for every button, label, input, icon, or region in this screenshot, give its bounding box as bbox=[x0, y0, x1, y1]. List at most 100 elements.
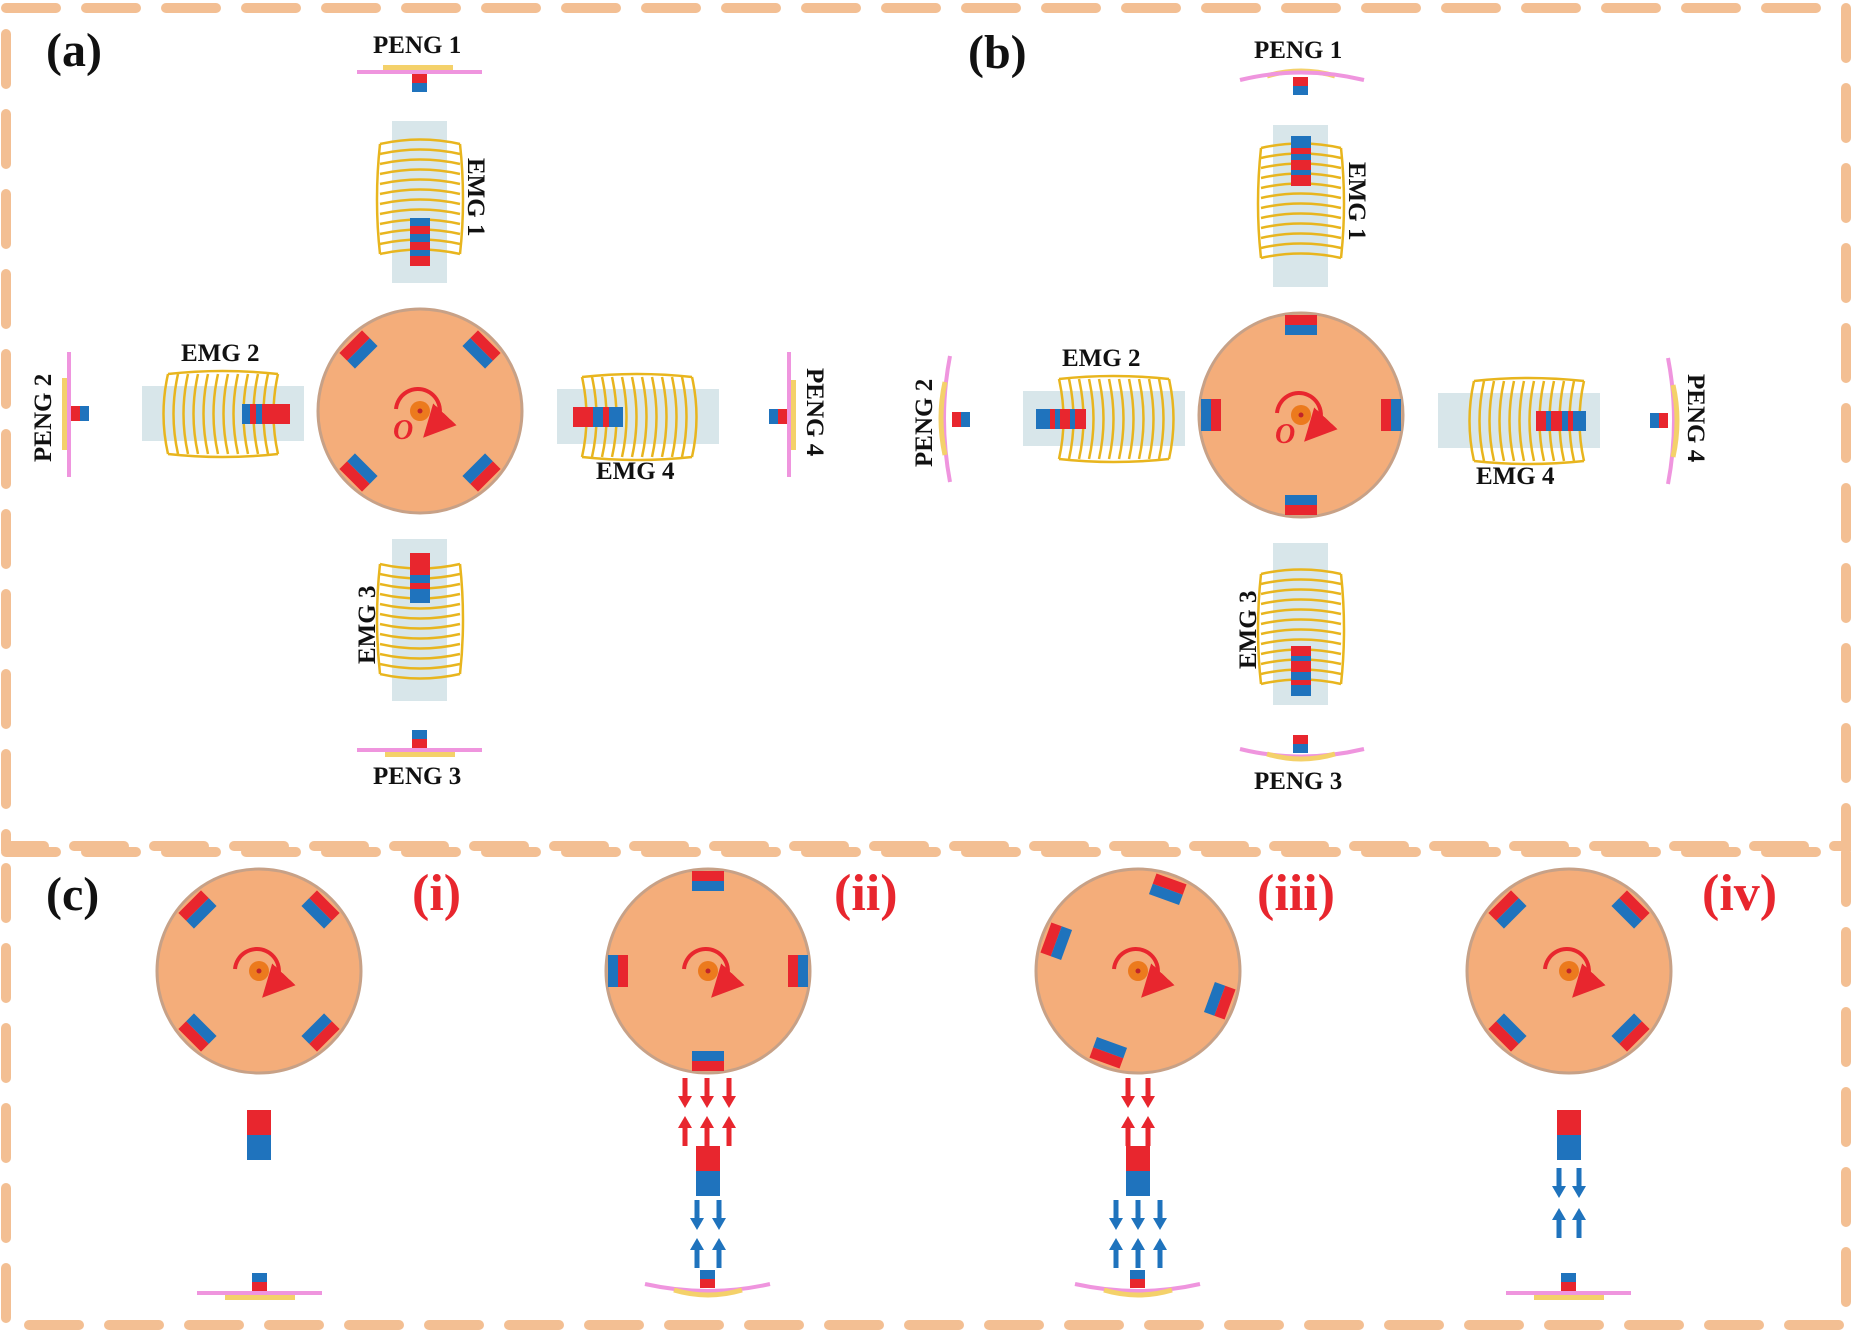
piezo-beam-icon bbox=[1666, 357, 1676, 485]
bar-magnet-icon bbox=[1557, 1135, 1581, 1160]
emg4-a: EMG 4 bbox=[557, 372, 719, 485]
force-arrow bbox=[712, 1238, 726, 1268]
stage-ii: (ii) bbox=[604, 865, 898, 1298]
magnetic-force-arrow-icon bbox=[1109, 1200, 1167, 1230]
emg3-b: EMG 3 bbox=[1235, 543, 1346, 705]
frame-bottom bbox=[1, 847, 1851, 1330]
magnetic-force-arrow-icon bbox=[1552, 1168, 1586, 1198]
emg2-a: EMG 2 bbox=[142, 340, 304, 459]
bar-magnet-icon bbox=[1126, 1171, 1150, 1196]
force-arrow bbox=[1131, 1238, 1145, 1268]
peng4-b: PENG 4 bbox=[1650, 357, 1709, 485]
disk-magnet bbox=[462, 453, 501, 492]
axle-dot bbox=[705, 968, 711, 974]
piezo-layer bbox=[673, 1287, 743, 1298]
magnetic-force-arrow-icon bbox=[678, 1078, 736, 1108]
piezo-beam-icon bbox=[357, 70, 482, 74]
stage-label: (ii) bbox=[834, 865, 898, 922]
force-arrow bbox=[690, 1200, 704, 1230]
tip-magnet bbox=[412, 74, 427, 83]
force-arrow bbox=[678, 1078, 692, 1108]
bar-magnet-icon bbox=[247, 1110, 271, 1135]
axle-dot bbox=[1566, 968, 1572, 974]
piezo-beam-icon bbox=[644, 1282, 771, 1293]
rotation-arrow-icon bbox=[233, 947, 296, 998]
magnetic-force-arrow-icon bbox=[690, 1238, 726, 1268]
piezo-layer bbox=[791, 380, 796, 450]
bar-magnet-icon bbox=[696, 1146, 720, 1171]
tip-magnet bbox=[1130, 1279, 1145, 1288]
disk-magnet bbox=[1611, 890, 1650, 929]
coil-winding-icon bbox=[1057, 374, 1175, 464]
tip-magnet bbox=[952, 412, 961, 427]
disk-magnet bbox=[339, 330, 378, 369]
force-arrow bbox=[1572, 1208, 1586, 1238]
emg3-a: EMG 3 bbox=[354, 539, 465, 701]
magnetic-force-arrow-icon bbox=[1121, 1078, 1155, 1108]
peng1-a: PENG 1 bbox=[357, 32, 482, 92]
bar-magnet-icon bbox=[1126, 1146, 1150, 1171]
piezo-beam-icon bbox=[1506, 1291, 1631, 1295]
emg1-label: EMG 1 bbox=[462, 158, 489, 236]
rotation-arrow-icon bbox=[1543, 947, 1606, 998]
disk-magnet bbox=[339, 453, 378, 492]
tip-magnet bbox=[1659, 413, 1668, 428]
tip-magnet bbox=[80, 406, 89, 421]
piezo-beam-icon bbox=[67, 352, 71, 477]
tip-magnet bbox=[700, 1279, 715, 1288]
force-arrow bbox=[712, 1200, 726, 1230]
peng3-a: PENG 3 bbox=[357, 730, 482, 790]
bar-magnet-icon bbox=[1036, 409, 1086, 429]
emg2-b: EMG 2 bbox=[1023, 345, 1185, 464]
stage-iii: (iii) bbox=[1034, 865, 1335, 1298]
disk-magnet bbox=[1285, 495, 1317, 515]
emg1-b: EMG 1 bbox=[1256, 125, 1370, 287]
axle-dot bbox=[1298, 412, 1304, 418]
force-arrow bbox=[1131, 1200, 1145, 1230]
peng4-label: PENG 4 bbox=[1682, 374, 1709, 463]
force-arrow bbox=[1552, 1168, 1566, 1198]
tip-magnet bbox=[778, 409, 787, 424]
disk-magnet bbox=[178, 1013, 217, 1052]
piezo-beam-icon bbox=[197, 1291, 322, 1295]
panel-c: (i) (ii) bbox=[155, 865, 1777, 1300]
bar-magnet-icon bbox=[410, 218, 430, 266]
stage-iv: (iv) bbox=[1465, 865, 1777, 1300]
tip-magnet bbox=[1293, 744, 1308, 753]
axle-dot bbox=[1135, 968, 1141, 974]
disk-magnet bbox=[788, 955, 808, 987]
panel-c-tag: (c) bbox=[46, 868, 99, 921]
bar-magnet-icon bbox=[1536, 411, 1586, 431]
force-arrow bbox=[678, 1116, 692, 1146]
rotation-arrow-icon bbox=[1112, 947, 1175, 998]
piezo-beam-icon bbox=[1074, 1282, 1201, 1293]
disk-magnet bbox=[1381, 399, 1401, 431]
piezo-layer bbox=[385, 752, 455, 757]
disk-magnet bbox=[1285, 315, 1317, 335]
rotation-arrow-icon bbox=[394, 387, 457, 438]
disk-magnet bbox=[462, 330, 501, 369]
force-arrow bbox=[1109, 1200, 1123, 1230]
emg4-label: EMG 4 bbox=[1476, 463, 1555, 490]
magnetic-force-arrow-icon bbox=[678, 1116, 736, 1146]
force-arrow bbox=[700, 1078, 714, 1108]
disk-magnet bbox=[178, 890, 217, 929]
force-arrow bbox=[1121, 1116, 1135, 1146]
disk-magnet bbox=[1488, 890, 1527, 929]
force-arrow bbox=[1572, 1168, 1586, 1198]
stage-label: (i) bbox=[412, 865, 461, 922]
piezo-layer bbox=[1534, 1295, 1604, 1300]
tip-magnet bbox=[1293, 77, 1308, 86]
tip-magnet bbox=[1293, 86, 1308, 95]
piezo-beam-icon bbox=[357, 748, 482, 752]
disk-center-label: O bbox=[393, 415, 413, 446]
peng1-b: PENG 1 bbox=[1239, 37, 1365, 95]
peng3-label: PENG 3 bbox=[373, 763, 461, 790]
piezo-layer bbox=[1670, 384, 1680, 458]
emg1-a: EMG 1 bbox=[375, 121, 489, 283]
force-arrow bbox=[1153, 1200, 1167, 1230]
tip-magnet bbox=[1561, 1273, 1576, 1282]
force-arrow bbox=[1141, 1116, 1155, 1146]
tip-magnet bbox=[252, 1273, 267, 1282]
tip-magnet bbox=[1650, 413, 1659, 428]
